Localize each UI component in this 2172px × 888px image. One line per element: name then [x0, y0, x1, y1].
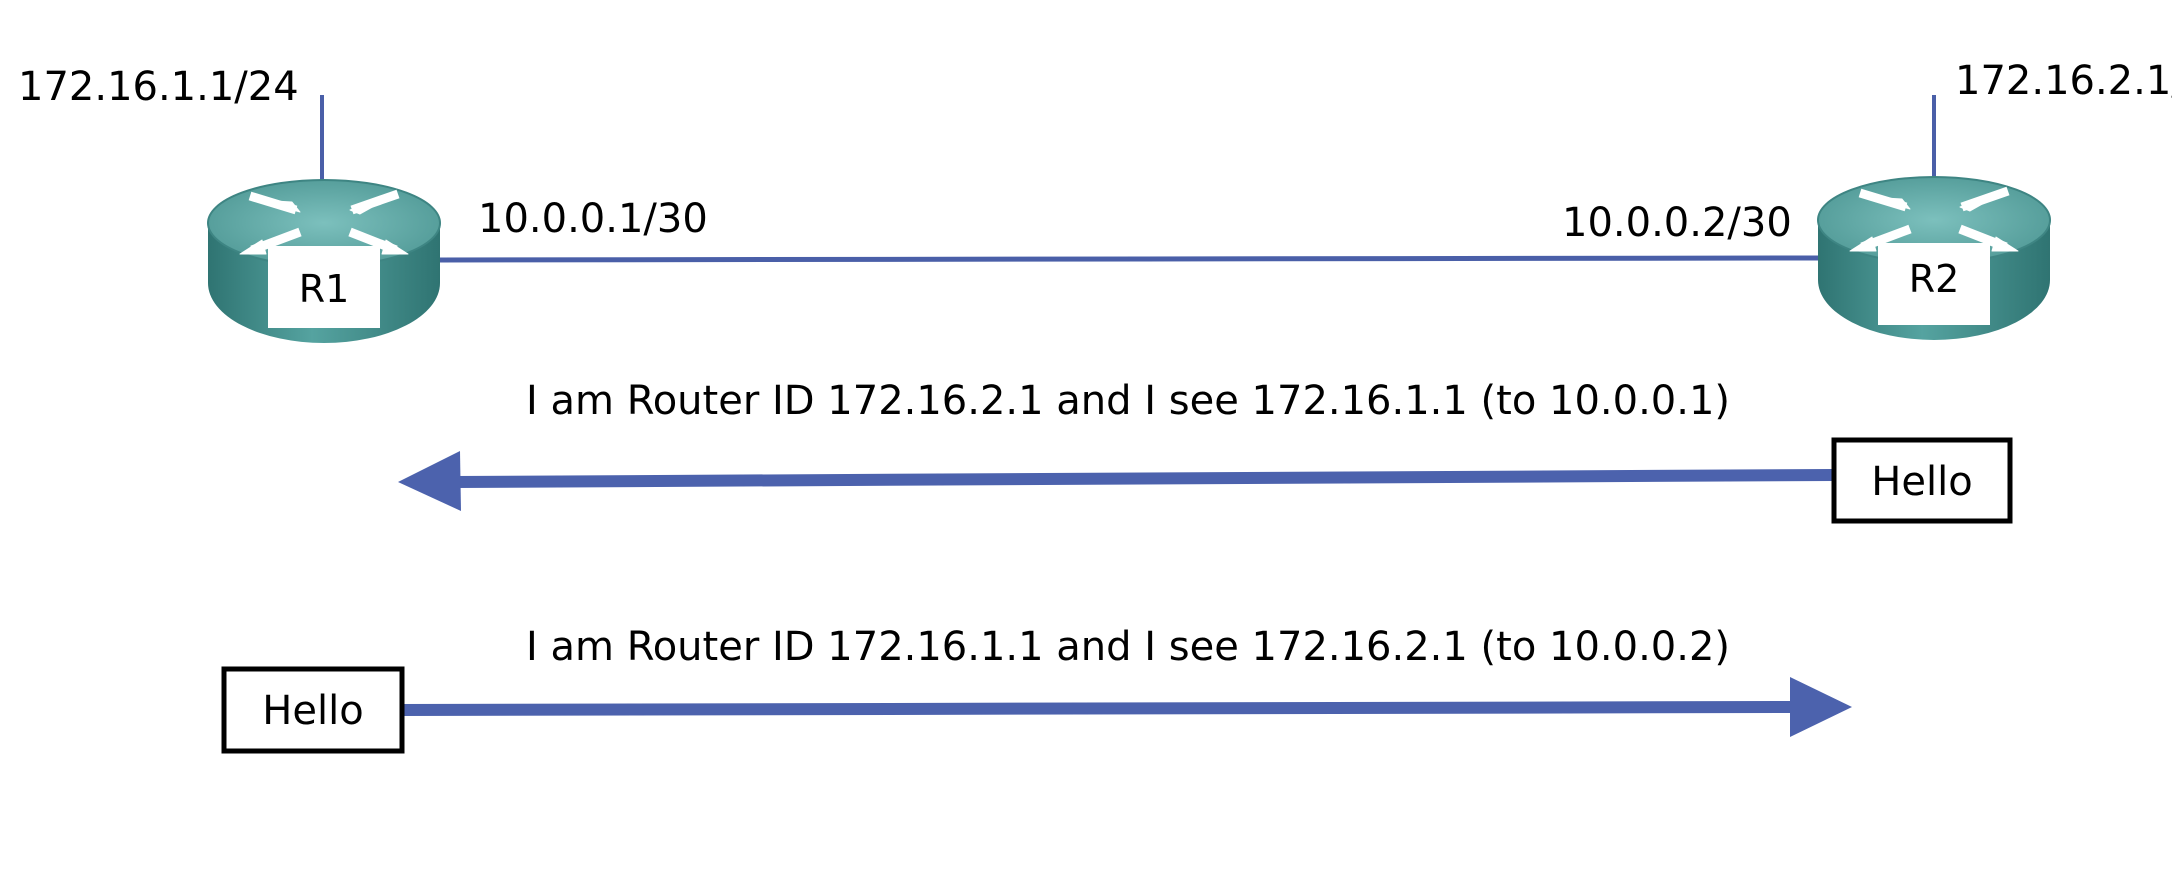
hello-arrow-r1-to-r2	[399, 701, 1796, 716]
hello-label-r1: Hello	[262, 688, 363, 734]
hello-message-r2-to-r1: I am Router ID 172.16.2.1 and I see 172.…	[526, 378, 1730, 424]
r1-r2-link	[439, 255, 1819, 263]
hello-message-r1-to-r2: I am Router ID 172.16.1.1 and I see 172.…	[526, 624, 1730, 670]
router-icon	[207, 179, 441, 343]
r2-lan-address: 172.16.2.1/	[1955, 58, 2172, 104]
arrow-right-icon	[1790, 677, 1852, 737]
router-r1-name: R1	[299, 267, 350, 311]
router-icon	[1817, 176, 2051, 340]
hello-box-r2: Hello	[1831, 437, 2013, 524]
r1-lan-address: 172.16.1.1/24	[18, 64, 299, 110]
hello-box-r1: Hello	[221, 666, 405, 754]
hello-label-r2: Hello	[1871, 459, 1972, 505]
r1-link-address: 10.0.0.1/30	[478, 196, 708, 242]
router-r1: R1	[207, 179, 441, 343]
arrow-left-icon	[398, 451, 461, 511]
r2-link-address: 10.0.0.2/30	[1562, 200, 1792, 246]
router-r2: R2	[1817, 176, 2051, 340]
hello-arrow-r2-to-r1	[454, 469, 1835, 488]
router-r2-name: R2	[1909, 257, 1960, 301]
